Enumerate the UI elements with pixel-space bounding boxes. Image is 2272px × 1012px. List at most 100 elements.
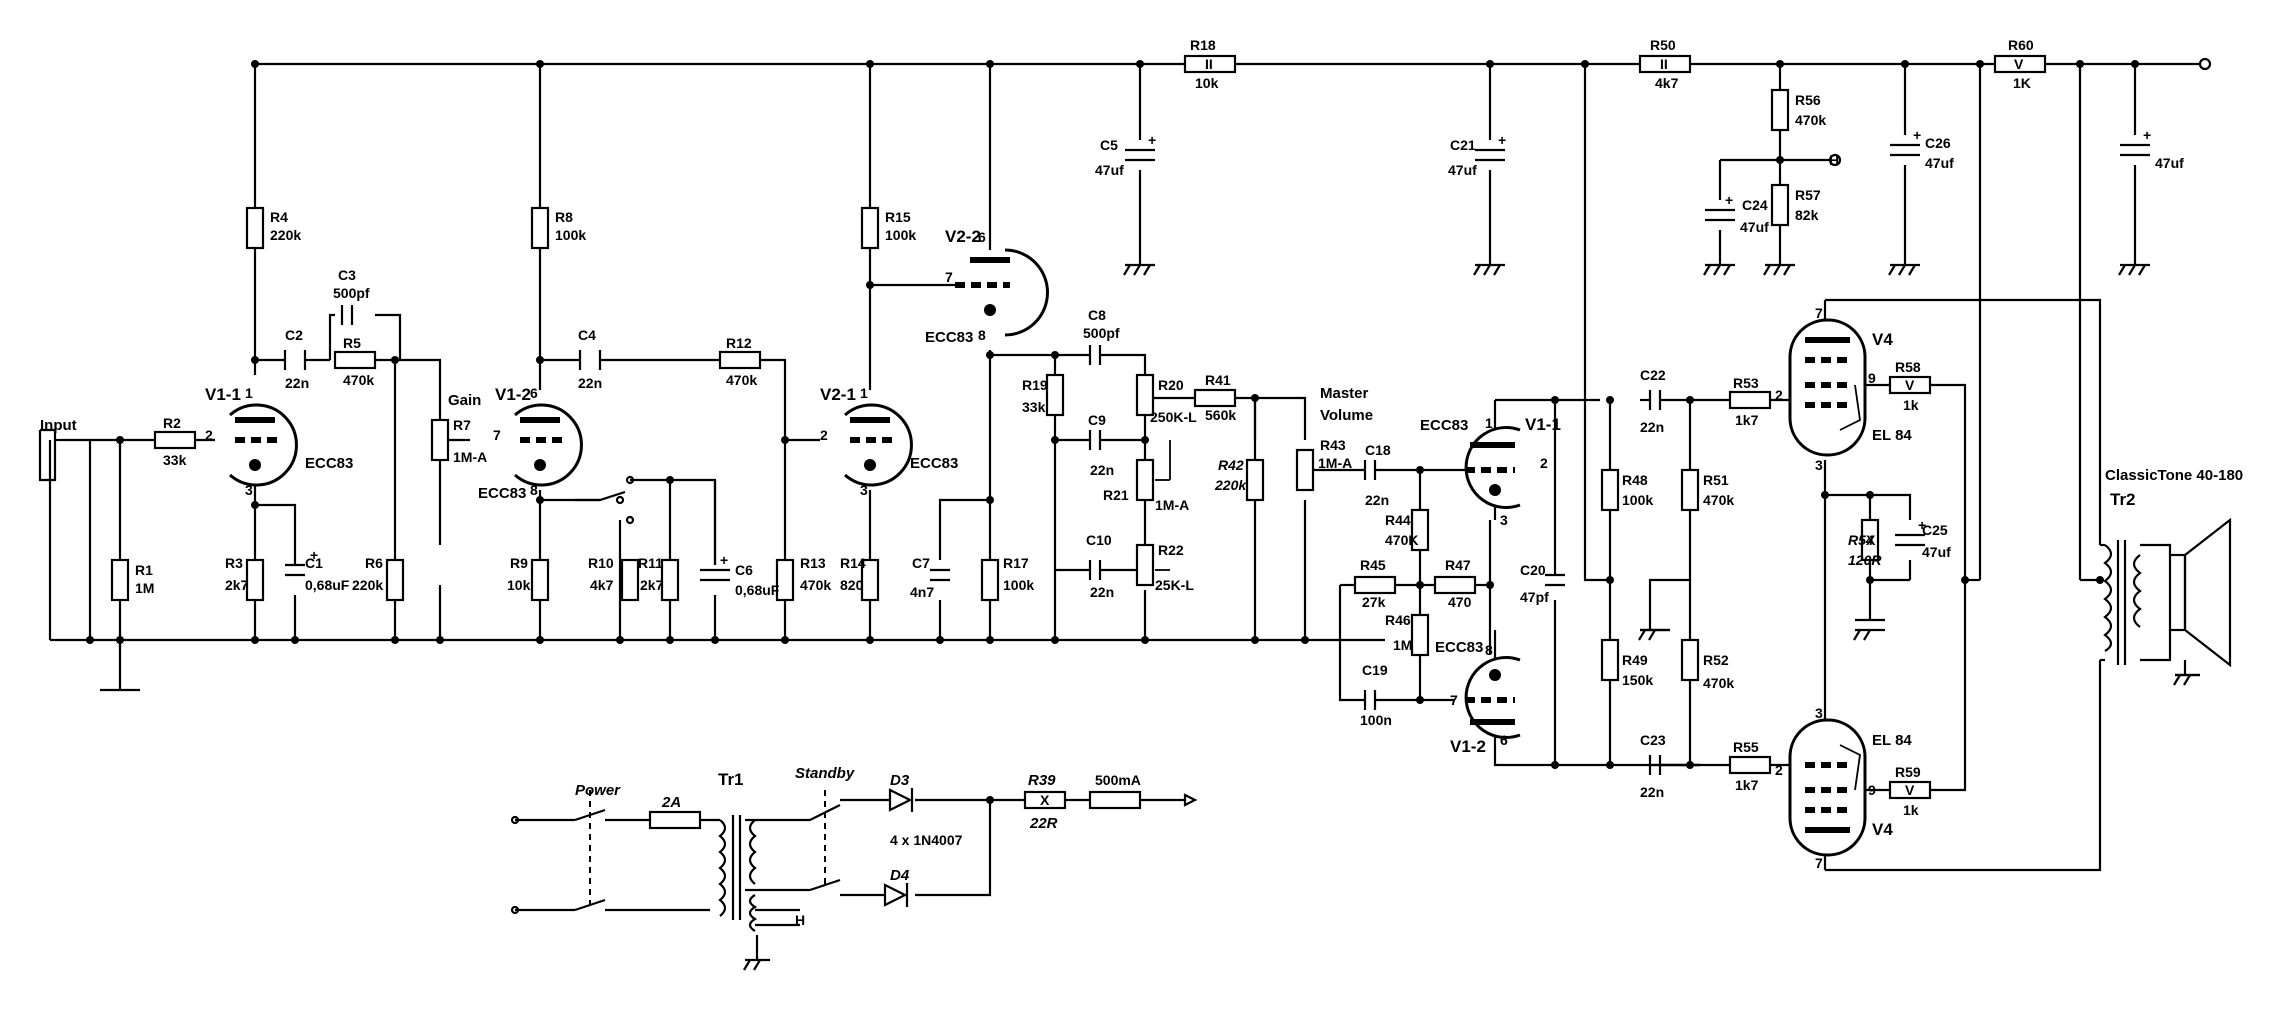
r2-value: 33k xyxy=(163,452,187,468)
pin-label: 6 xyxy=(1500,732,1508,748)
r15-label: R15 xyxy=(885,209,911,225)
r20-label: R20 xyxy=(1158,377,1184,393)
c18-value: 22n xyxy=(1365,492,1389,508)
c23-value: 22n xyxy=(1640,784,1664,800)
c27-value: 47uf xyxy=(2155,155,2184,171)
r58-label: R58 xyxy=(1895,359,1921,375)
r6-label: R6 xyxy=(365,555,383,571)
plus-mark: + xyxy=(1498,132,1506,148)
r18-value: 10k xyxy=(1195,75,1219,91)
r49-value: 150k xyxy=(1622,672,1653,688)
r14-label: R14 xyxy=(840,555,866,571)
labels: Input Gain Master Volume ClassicTone 40-… xyxy=(40,37,2243,928)
r58-value: 1k xyxy=(1903,397,1919,413)
r51-value: 470k xyxy=(1703,492,1734,508)
r21-label: R21 xyxy=(1103,487,1129,503)
pin-label: 7 xyxy=(1815,855,1823,871)
c1-label: C1 xyxy=(305,555,323,571)
c6-value: 0,68uF xyxy=(735,582,780,598)
r45-value: 27k xyxy=(1362,594,1386,610)
plus-mark: + xyxy=(720,552,728,568)
r47-label: R47 xyxy=(1445,557,1471,573)
tube-v2-1-label: V2-1 xyxy=(820,385,856,404)
d4-label: D4 xyxy=(890,867,910,884)
tube-v1-1-label: V1-1 xyxy=(205,385,241,404)
c24-value: 47uf xyxy=(1740,219,1769,235)
pin-label: 6 xyxy=(530,385,538,401)
c8-label: C8 xyxy=(1088,307,1106,323)
pin-label: 7 xyxy=(493,427,501,443)
r51-label: R51 xyxy=(1703,472,1729,488)
r47-value: 470 xyxy=(1448,594,1472,610)
pin-label: 2 xyxy=(1775,762,1783,778)
tube-v1-1b xyxy=(1464,426,1521,509)
r8-value: 100k xyxy=(555,227,586,243)
r50-label: R50 xyxy=(1650,37,1676,53)
c5-label: C5 xyxy=(1100,137,1118,153)
r12-label: R12 xyxy=(726,335,752,351)
c23-label: C23 xyxy=(1640,732,1666,748)
master-label-2: Volume xyxy=(1320,407,1373,424)
pin-label: 9 xyxy=(1868,782,1876,798)
c3-label: C3 xyxy=(338,267,356,283)
tube-v4a xyxy=(1788,318,1867,457)
tube-v2-2-label: V2-2 xyxy=(945,227,981,246)
tube-v1-1-type: ECC83 xyxy=(305,455,353,472)
r55-label: R55 xyxy=(1733,739,1759,755)
r44-label: R44 xyxy=(1385,512,1411,528)
fuse2-label: 500mA xyxy=(1095,772,1141,788)
c19-label: C19 xyxy=(1362,662,1388,678)
c21-label: C21 xyxy=(1450,137,1476,153)
r60-label: R60 xyxy=(2008,37,2034,53)
c6-label: C6 xyxy=(735,562,753,578)
r17-value: 100k xyxy=(1003,577,1034,593)
resistors xyxy=(110,54,2047,830)
c2-value: 22n xyxy=(285,375,309,391)
tube-v1-2b-type: ECC83 xyxy=(1435,639,1483,656)
r14-value: 820 xyxy=(840,577,864,593)
r57-label: R57 xyxy=(1795,187,1821,203)
pin-label: 3 xyxy=(245,482,253,498)
r54-value: 120R xyxy=(1848,552,1882,568)
c19-value: 100n xyxy=(1360,712,1392,728)
plus-mark: + xyxy=(1913,127,1921,143)
r52-label: R52 xyxy=(1703,652,1729,668)
tubes xyxy=(229,248,1867,857)
capacitors xyxy=(283,143,2150,775)
tube-v4a-label: V4 xyxy=(1872,330,1893,349)
r4-value: 220k xyxy=(270,227,301,243)
r8-label: R8 xyxy=(555,209,573,225)
tube-v1-1b-type: ECC83 xyxy=(1420,417,1468,434)
c7-value: 4n7 xyxy=(910,584,934,600)
c10-value: 22n xyxy=(1090,584,1114,600)
plus-mark: + xyxy=(1918,517,1926,533)
r19-label: R19 xyxy=(1022,377,1048,393)
tube-v2-1-type: ECC83 xyxy=(910,455,958,472)
tube-v1-2b xyxy=(1464,656,1521,739)
r50-value: 4k7 xyxy=(1655,75,1679,91)
power-switch-label: Power xyxy=(575,782,621,799)
transformer-label: ClassicTone 40-180 xyxy=(2105,467,2243,484)
plus-mark: + xyxy=(1148,132,1156,148)
c18-label: C18 xyxy=(1365,442,1391,458)
c26-value: 47uf xyxy=(1925,155,1954,171)
pin-label: 8 xyxy=(1485,642,1493,658)
pin-label: 2 xyxy=(205,427,213,443)
pin-label: 7 xyxy=(945,269,953,285)
pin-label: 2 xyxy=(1775,387,1783,403)
grounds xyxy=(743,263,2200,971)
r52-value: 470k xyxy=(1703,675,1734,691)
pin-label: 1 xyxy=(1485,415,1493,431)
pin-label: 3 xyxy=(1815,705,1823,721)
r41-label: R41 xyxy=(1205,372,1231,388)
pin-label: 1 xyxy=(860,385,868,401)
misc-parts xyxy=(38,428,2232,960)
fuse-label: 2A xyxy=(661,794,681,811)
r18-label: R18 xyxy=(1190,37,1216,53)
c24-label: C24 xyxy=(1742,197,1768,213)
r56-value: 470k xyxy=(1795,112,1826,128)
c22-value: 22n xyxy=(1640,419,1664,435)
r17-label: R17 xyxy=(1003,555,1029,571)
pin-label: 9 xyxy=(1868,370,1876,386)
r3-value: 2k7 xyxy=(225,577,249,593)
